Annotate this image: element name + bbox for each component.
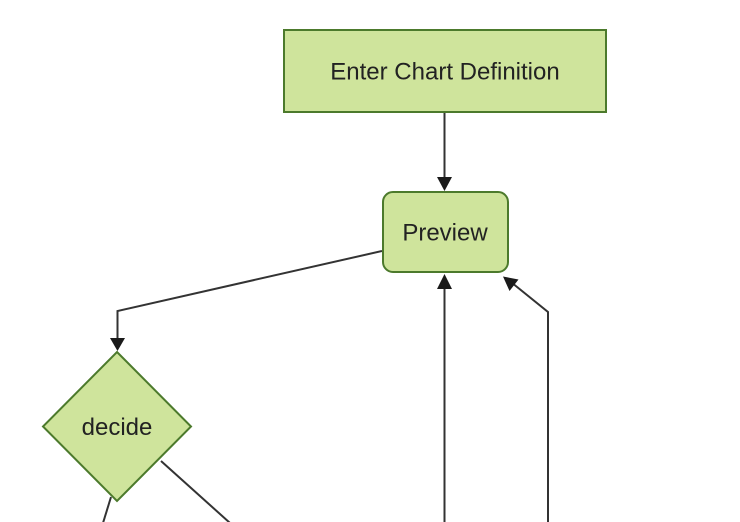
edge-preview-to-decide (110, 250, 383, 351)
arrowhead-up-icon (437, 274, 452, 289)
arrowhead-up-left-icon (503, 276, 519, 291)
edge-decide-offscreen-left (102, 496, 112, 522)
node-label: decide (82, 414, 153, 441)
edge-offscreen-to-preview-bottom (437, 274, 452, 522)
node-decide: decide (41, 350, 193, 503)
edge-line (513, 283, 549, 522)
node-preview: Preview (382, 191, 509, 273)
edge-line (102, 496, 112, 522)
edge-line (160, 460, 231, 522)
edge-offscreen-to-preview-corner (503, 276, 549, 522)
edge-decide-offscreen-right (160, 460, 231, 522)
node-enter-chart-definition: Enter Chart Definition (283, 29, 607, 113)
arrowhead-down-icon (110, 338, 125, 351)
edge-enter-to-preview (437, 113, 452, 191)
rectangle-shape (283, 29, 607, 113)
rounded-rectangle-shape (382, 191, 509, 273)
node-label: Preview (402, 220, 488, 247)
node-label: Enter Chart Definition (330, 59, 559, 86)
diamond-shape (41, 350, 193, 503)
arrowhead-down-icon (437, 177, 452, 191)
edge-line (116, 250, 383, 339)
